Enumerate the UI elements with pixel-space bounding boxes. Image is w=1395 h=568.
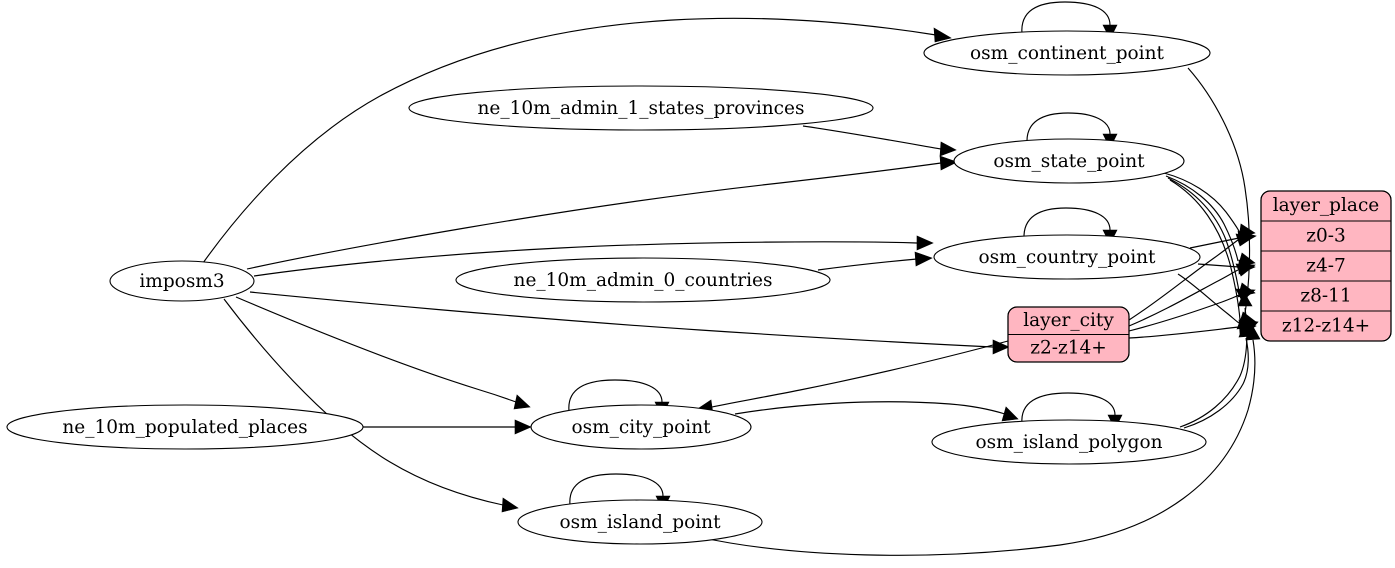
edge-imposm3-to-layer-city xyxy=(249,291,994,348)
arrowhead xyxy=(1235,233,1256,247)
edge-osm-country-point-to-layer-place-z0-3 xyxy=(1189,237,1240,249)
edge-self-loop-osm-island-polygon xyxy=(1021,392,1116,425)
arrowhead xyxy=(513,394,531,410)
edge-layer-city-to-layer-place-z4-7 xyxy=(1128,269,1239,327)
edge-osm-city-point-to-osm-island-polygon xyxy=(734,401,1006,415)
arrowhead xyxy=(939,155,958,171)
edge-osm-country-point-to-layer-place-z12 xyxy=(1177,273,1240,324)
arrowhead xyxy=(916,235,934,251)
arrowhead xyxy=(501,497,519,513)
node-imposm3[interactable]: imposm3 xyxy=(109,260,255,302)
node-ne-10m-admin-0-countries[interactable]: ne_10m_admin_0_countries xyxy=(455,257,831,303)
arrowhead xyxy=(1235,263,1256,277)
edge-self-loop-osm-island-point xyxy=(569,473,664,506)
edge-osm-island-point-to-layer-place-z12 xyxy=(698,339,1256,556)
edge-layer-city-to-layer-place-z12 xyxy=(1128,326,1240,339)
edge-self-loop-osm-state-point xyxy=(1026,112,1111,144)
arrowhead xyxy=(914,251,933,267)
arrowhead xyxy=(933,27,952,43)
edge-imposm3-to-osm-continent-point xyxy=(202,17,937,264)
edge-osm-state-point-to-layer-place-z12 xyxy=(1169,179,1241,321)
edge-osm-state-point-to-layer-place-z4-7 xyxy=(1165,175,1239,262)
arrowhead xyxy=(939,141,957,157)
arrowhead xyxy=(1237,291,1253,307)
edge-osm-continent-point-to-layer-place-z12 xyxy=(1187,67,1251,321)
arrowhead xyxy=(1001,406,1019,422)
edge-layer-city-to-layer-place-z8-11 xyxy=(1128,294,1240,332)
arrowhead xyxy=(992,339,1010,355)
edge-layer-city-to-layer-place-z0-3 xyxy=(1128,239,1239,321)
edge-imposm3-to-osm-city-point xyxy=(235,296,517,403)
node-ne-10m-populated-places[interactable]: ne_10m_populated_places xyxy=(6,404,364,450)
edge-imposm3-to-osm-island-point xyxy=(223,298,504,506)
edge-ne-countries-to-osm-country-point xyxy=(817,258,918,271)
edge-imposm3-to-osm-country-point xyxy=(253,241,918,277)
edge-osm-country-point-to-layer-place-z4-7 xyxy=(1197,263,1240,268)
edge-osm-state-point-to-layer-place-z0-3 xyxy=(1163,172,1240,232)
node-layer-city[interactable]: layer_city z2-z14+ xyxy=(1007,306,1130,363)
edge-self-loop-osm-city-point xyxy=(568,379,663,412)
edge-osm-island-polygon-to-layer-place-z12 xyxy=(1183,337,1249,429)
node-osm-continent-point[interactable]: osm_continent_point xyxy=(923,30,1211,76)
node-osm-country-point[interactable]: osm_country_point xyxy=(933,234,1201,280)
arrowhead xyxy=(1245,324,1261,341)
node-osm-state-point[interactable]: osm_state_point xyxy=(953,138,1185,184)
node-osm-island-polygon[interactable]: osm_island_polygon xyxy=(931,419,1207,465)
edge-self-loop-osm-continent-point xyxy=(1021,1,1111,35)
edge-osm-state-point-to-layer-place-z8-11 xyxy=(1167,177,1240,292)
edge-osm-island-polygon-to-layer-place-z8-11 xyxy=(1179,307,1248,428)
node-layer: imposm3 ne_10m_admin_1_states_provinces … xyxy=(6,30,1392,545)
node-osm-city-point[interactable]: osm_city_point xyxy=(530,404,752,450)
node-layer-place[interactable]: layer_place z0-3 z4-7 z8-11 z12-z14+ xyxy=(1260,190,1392,342)
edge-ne-states-to-osm-state-point xyxy=(802,125,942,150)
arrowhead xyxy=(514,419,532,435)
edge-self-loop-osm-country-point xyxy=(1023,207,1111,240)
edge-layer-city-to-osm-city-point xyxy=(711,340,1009,408)
node-osm-island-point[interactable]: osm_island_point xyxy=(517,499,763,545)
edge-imposm3-to-osm-state-point xyxy=(246,162,942,270)
node-ne-10m-admin-1-states-provinces[interactable]: ne_10m_admin_1_states_provinces xyxy=(408,85,874,131)
